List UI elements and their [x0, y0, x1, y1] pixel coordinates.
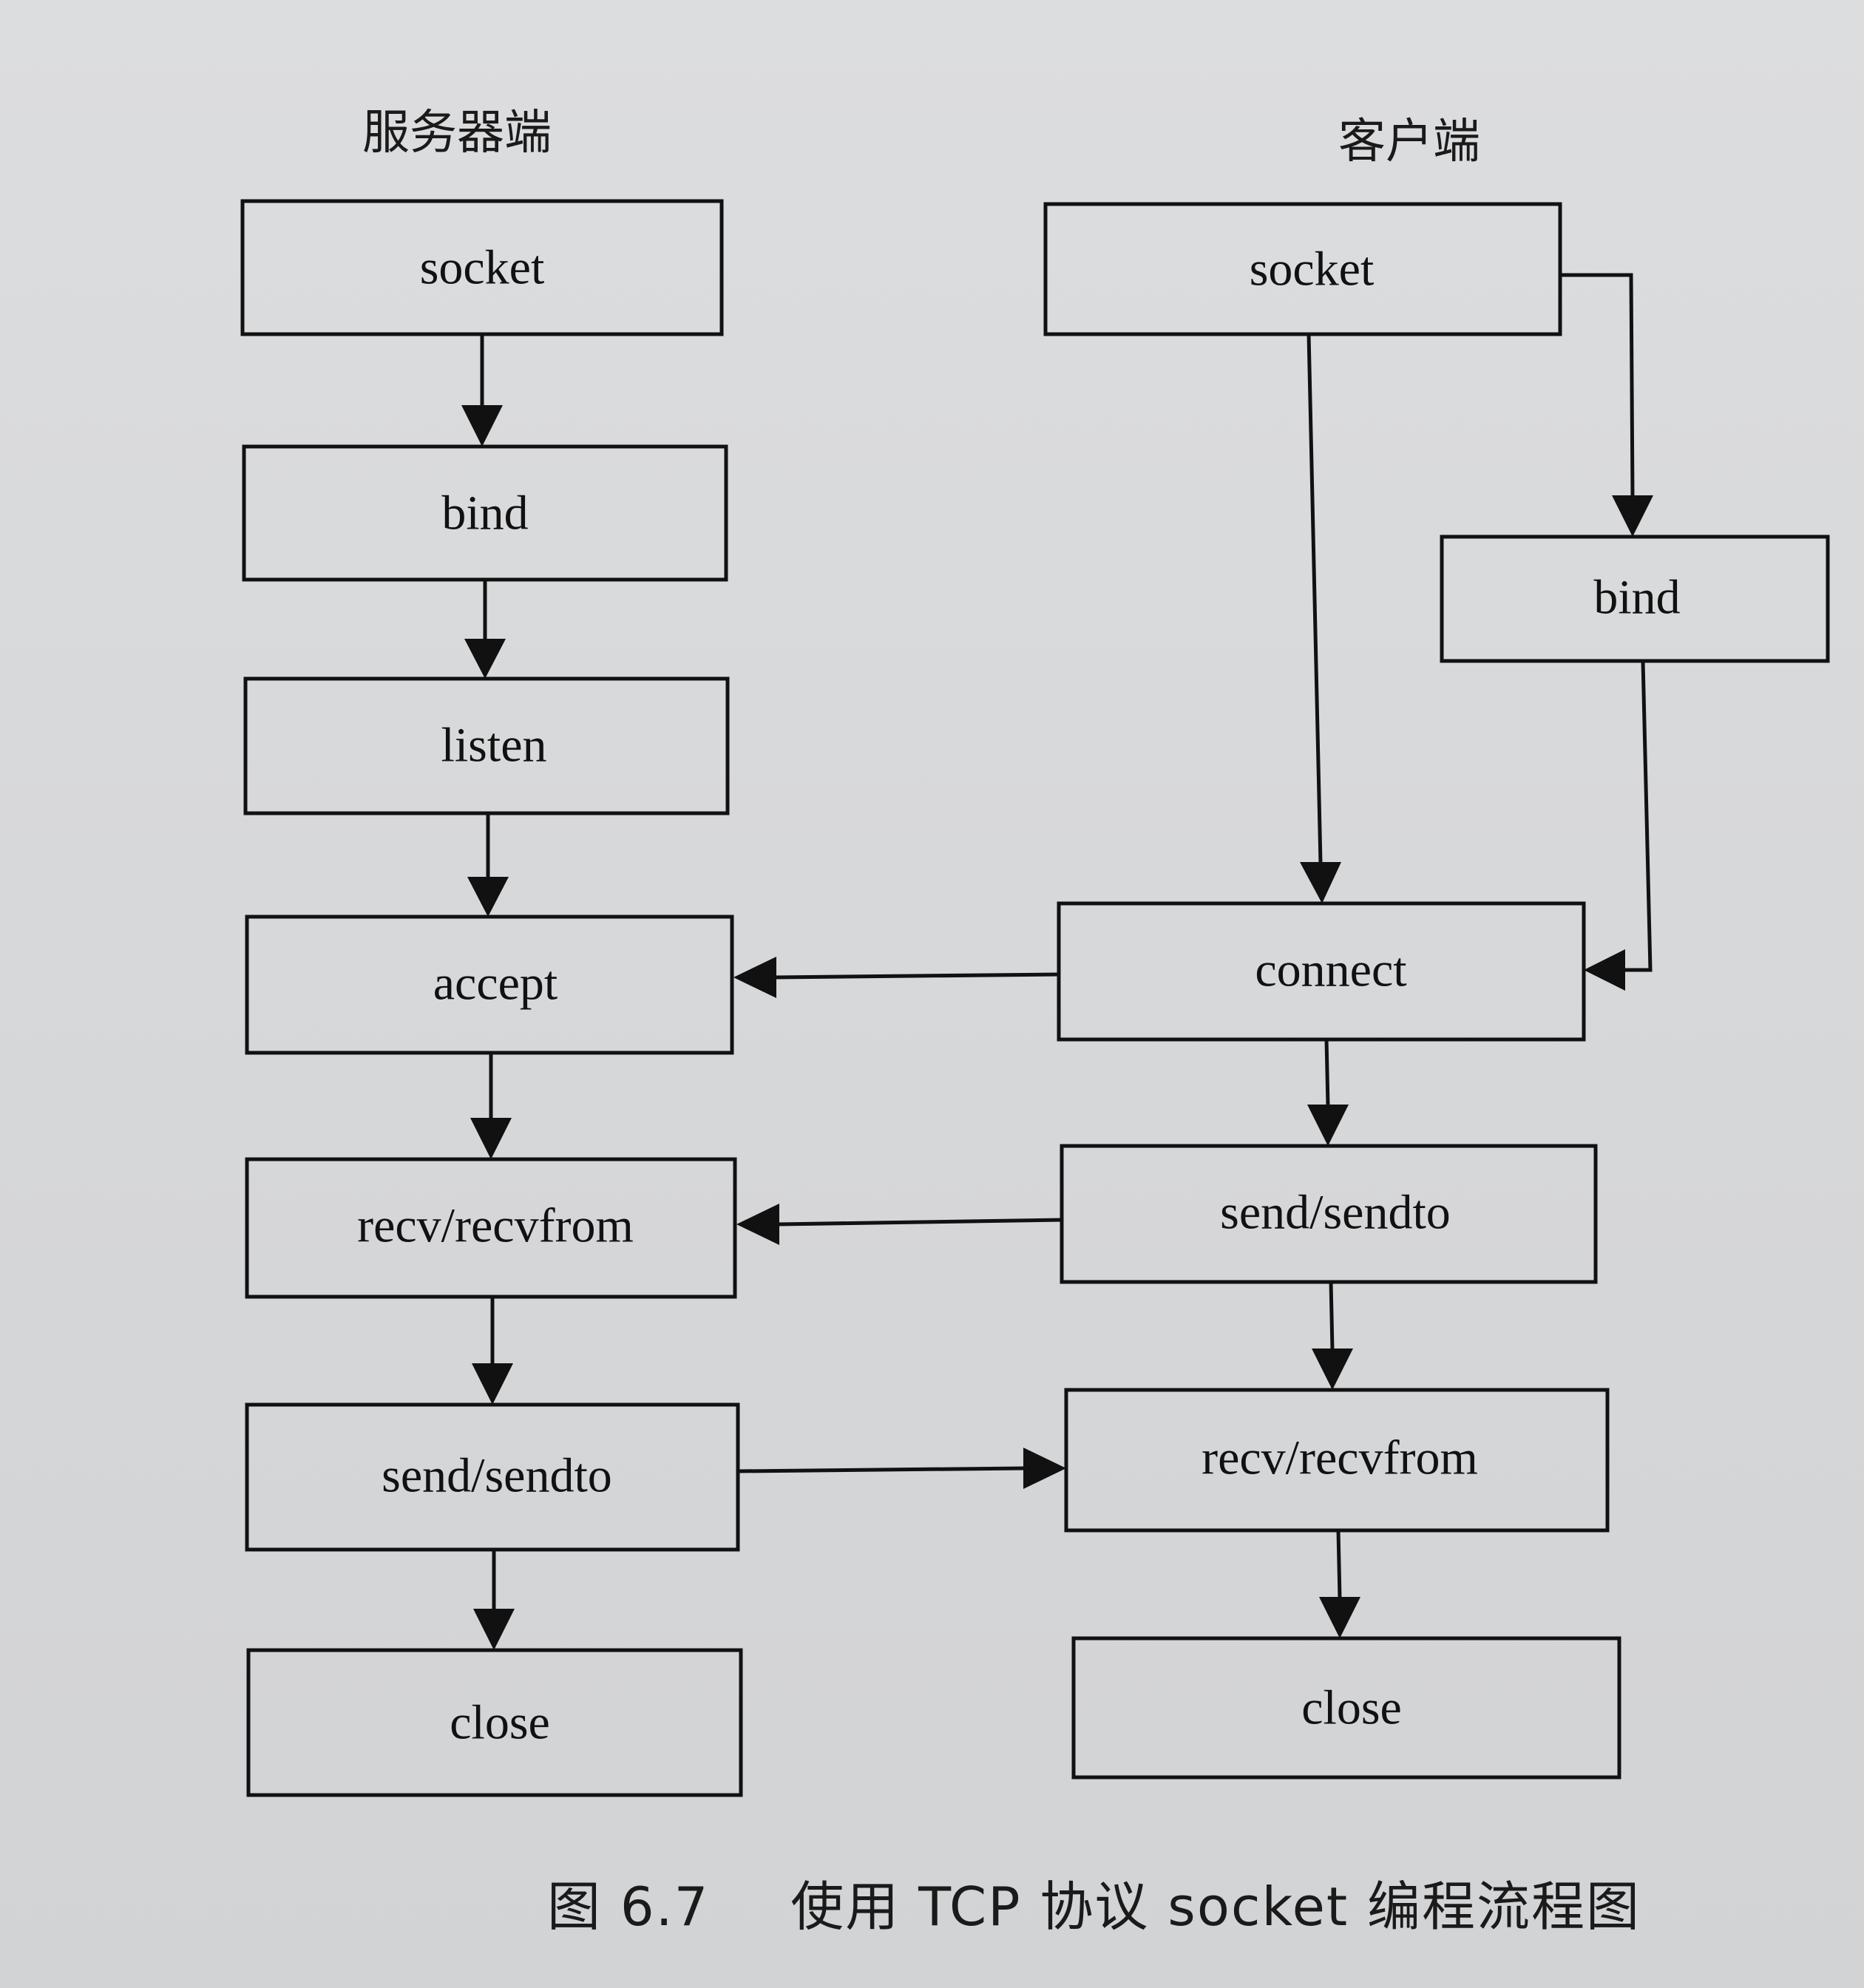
- client-bind-label: bind: [1593, 571, 1680, 625]
- server-recv-label: recv/recvfrom: [357, 1199, 634, 1253]
- server-node-bind: bind: [242, 444, 728, 582]
- client-recv-label: recv/recvfrom: [1202, 1431, 1478, 1485]
- server-accept-label: accept: [433, 957, 558, 1011]
- edge-server-send-to-close: [473, 1550, 515, 1650]
- server-send-label: send/sendto: [382, 1449, 612, 1503]
- client-socket-label: socket: [1250, 242, 1375, 296]
- edge-client-bind-to-connect: [1584, 660, 1653, 991]
- edge-server-accept-to-recv: [470, 1053, 512, 1159]
- edge-client-send-to-recv: [1312, 1281, 1353, 1390]
- client-node-recv: recv/recvfrom: [1064, 1388, 1610, 1533]
- server-listen-label: listen: [441, 719, 547, 773]
- server-node-send: send/sendto: [245, 1402, 740, 1552]
- figure-caption: 图 6.7 使用 TCP 协议 socket 编程流程图: [547, 1863, 1641, 1941]
- edge-client-socket-to-bind: [1560, 273, 1653, 537]
- server-node-socket: socket: [240, 199, 724, 336]
- client-connect-label: connect: [1255, 943, 1406, 997]
- client-node-bind: bind: [1440, 535, 1830, 663]
- edge-client-connect-to-send: [1307, 1039, 1349, 1146]
- edge-client-send-to-server-recv: [736, 1204, 1063, 1245]
- client-node-close: close: [1071, 1636, 1621, 1780]
- server-socket-label: socket: [420, 241, 545, 295]
- client-node-connect: connect: [1057, 901, 1586, 1042]
- edge-server-send-to-client-recv: [737, 1448, 1066, 1489]
- server-node-accept: accept: [245, 915, 734, 1055]
- server-node-close: close: [246, 1648, 743, 1797]
- edge-client-socket-to-connect: [1300, 333, 1341, 903]
- edge-client-connect-to-server-accept: [733, 957, 1060, 998]
- client-close-label: close: [1301, 1681, 1402, 1735]
- edge-server-bind-to-listen: [464, 580, 506, 679]
- server-bind-label: bind: [441, 486, 528, 540]
- server-column-heading: 服务器端: [362, 106, 552, 160]
- client-send-label: send/sendto: [1220, 1186, 1451, 1240]
- edge-client-recv-to-close: [1319, 1530, 1360, 1638]
- server-node-listen: listen: [243, 676, 730, 815]
- client-column-heading: 客户端: [1338, 115, 1480, 169]
- edge-server-recv-to-send: [472, 1297, 513, 1405]
- figure-title: 使用 TCP 协议 socket 编程流程图: [790, 1876, 1641, 1938]
- client-node-socket: socket: [1043, 202, 1562, 336]
- edge-server-socket-to-bind: [461, 334, 503, 447]
- figure-number: 图 6.7: [547, 1876, 710, 1938]
- server-close-label: close: [450, 1696, 550, 1750]
- edge-server-listen-to-accept: [467, 813, 509, 917]
- client-node-send: send/sendto: [1060, 1144, 1598, 1284]
- server-node-recv: recv/recvfrom: [245, 1157, 737, 1299]
